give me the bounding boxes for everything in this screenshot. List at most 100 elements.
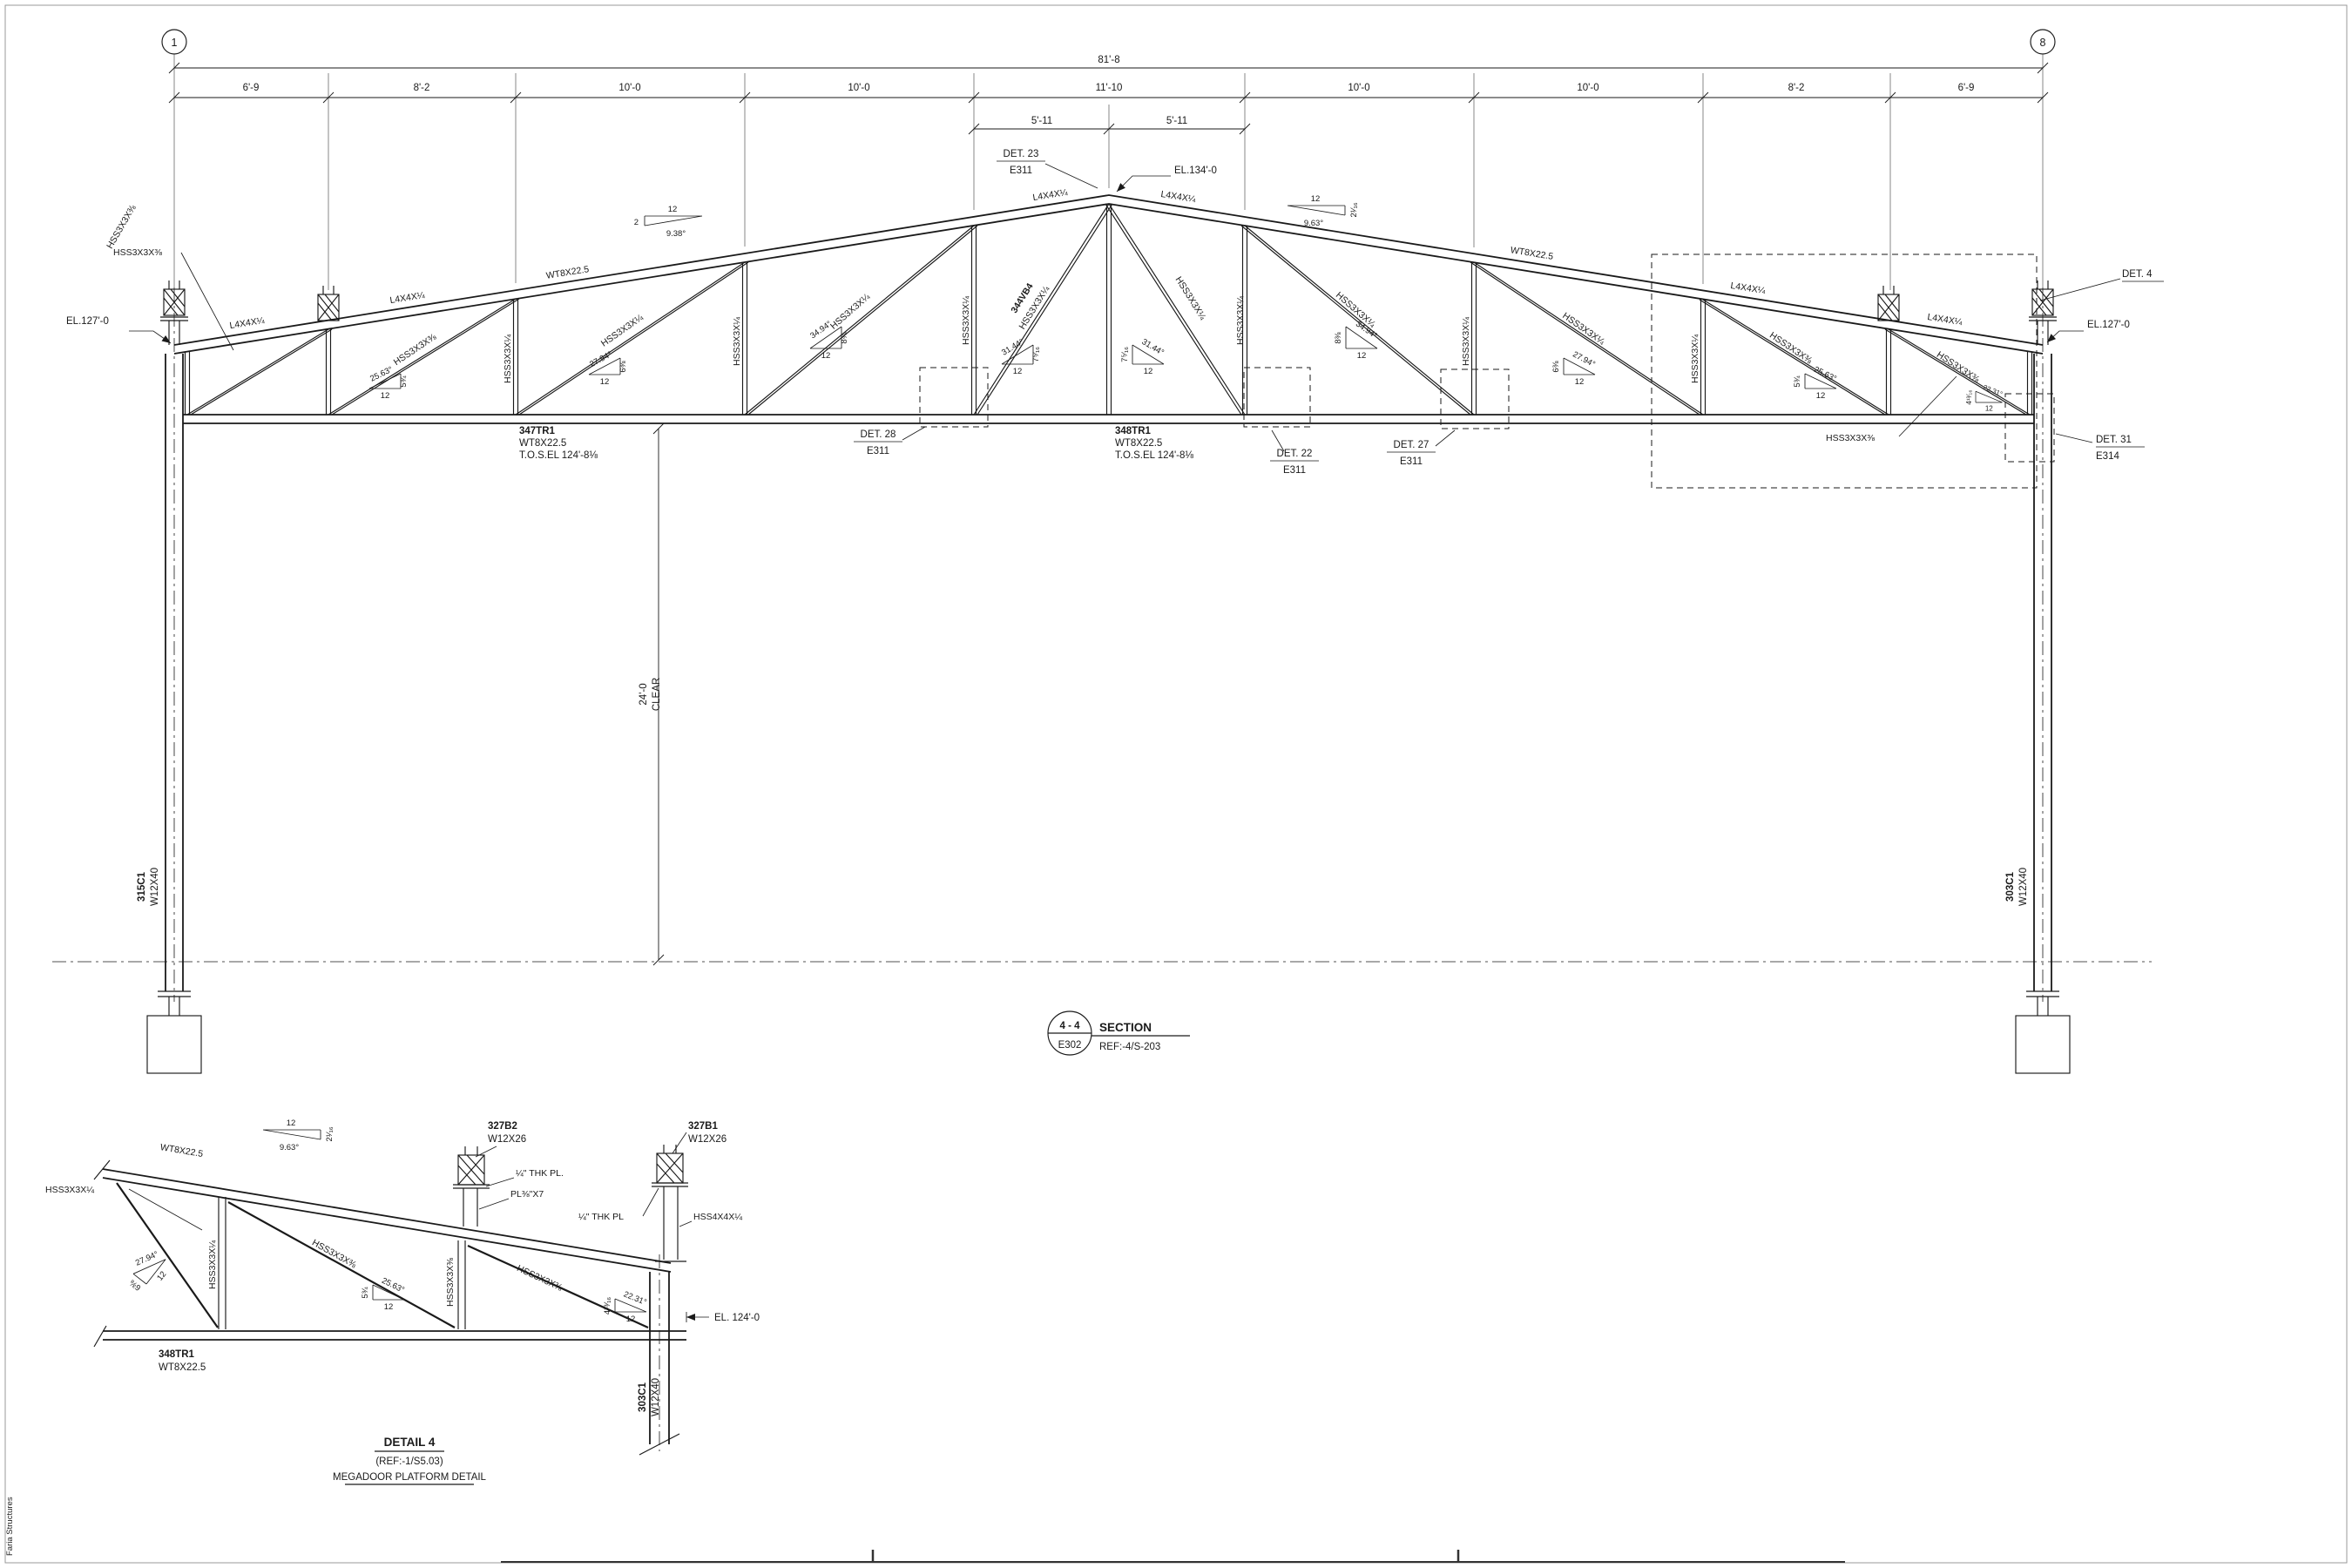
- chord-label: L4X4X¼: [1927, 312, 1963, 328]
- break-line: [639, 1433, 680, 1456]
- detail-diagonals: [116, 1182, 649, 1329]
- elevation-label: EL.127'-0: [2087, 320, 2130, 330]
- detail-sheet: E311: [1400, 456, 1423, 467]
- dim-total: 81'-8: [1098, 55, 1119, 65]
- slope-rise: 2¹⁄₁₆: [1349, 202, 1359, 217]
- slope-angle: 9.63°: [280, 1143, 299, 1152]
- member-label: HSS3X3X¼: [828, 292, 872, 332]
- member-label: HSS3X3X¼: [1235, 296, 1246, 345]
- dim-seg: 10'-0: [1348, 83, 1369, 93]
- detail-sheet: E311: [1283, 465, 1306, 476]
- detail-4: 12 9.63° 2¹⁄₁₆ WT8X22.5 HSS3X3X¼ 327B2 W…: [45, 1119, 760, 1485]
- grid-bubble-1: 1: [172, 37, 178, 49]
- main-slope-left: 12 2 9.38°: [634, 205, 703, 239]
- dim-half: 5'-11: [1031, 116, 1052, 126]
- slope-run: 12: [287, 1119, 296, 1128]
- truss-mark: 348TR1: [159, 1349, 195, 1360]
- detail-title: DETAIL 4: [384, 1436, 436, 1449]
- member-label: HSS3X3X¼: [1560, 311, 1606, 348]
- truss-size: WT8X22.5: [159, 1362, 206, 1373]
- slope-rise: 2: [634, 218, 639, 227]
- centerlines: [52, 287, 2152, 1002]
- beam-mark: 327B1: [688, 1121, 718, 1132]
- member-label: HSS3X3X⅜: [1826, 433, 1875, 443]
- detail-column: [649, 1272, 670, 1444]
- elevation-markers: DET. 23 E311 EL.134'-0 EL.127'-0 EL.127'…: [66, 149, 2130, 347]
- plate-label: PL⅜"X7: [510, 1189, 544, 1200]
- detail-subtitle: MEGADOOR PLATFORM DETAIL: [333, 1472, 487, 1483]
- eave-connection-details: [160, 280, 2057, 345]
- slope-rise: 2¹⁄₁₆: [325, 1126, 335, 1141]
- elevation-label: EL.134'-0: [1174, 166, 1217, 176]
- slope-angle: 9.38°: [666, 229, 686, 239]
- beam-mark: 327B2: [488, 1121, 517, 1132]
- truss-mark: 347TR1: [519, 426, 556, 436]
- truss-tos: T.O.S.EL 124'-8⅛: [1115, 450, 1193, 461]
- member-label: HSS3X3X⅜: [105, 203, 139, 251]
- detail-sheet: E314: [2096, 451, 2119, 462]
- dim-clear-value: 24'-0: [639, 683, 649, 705]
- truss-vertical-members: [184, 204, 2033, 415]
- main-slope-right: 12 9.63° 2¹⁄₁₆: [1287, 194, 1359, 228]
- member-label: HSS3X3X¼: [1461, 317, 1471, 366]
- plate-label: ¼" THK PL: [578, 1212, 624, 1222]
- elevation-label: EL.127'-0: [66, 316, 109, 327]
- chord-label: L4X4X¼: [1730, 280, 1767, 296]
- dim-seg: 10'-0: [618, 83, 640, 93]
- member-label: HSS4X4X¼: [693, 1212, 742, 1222]
- member-label: HSS3X3X⅜: [310, 1238, 358, 1271]
- section-sheet: E302: [1058, 1040, 1082, 1051]
- detail-sheet: E311: [1010, 166, 1032, 176]
- dim-seg: 8'-2: [414, 83, 430, 93]
- dimension-layer: 81'-8 6'-9 8'-2 10'-0 10'-0 11'-10 10'-0…: [168, 54, 2049, 966]
- truss-mark: 348TR1: [1115, 426, 1152, 436]
- column-size: W12X40: [651, 1378, 661, 1416]
- truss-tos: T.O.S.EL 124'-8⅛: [519, 450, 598, 461]
- member-label: HSS3X3X⅜: [1767, 330, 1814, 366]
- member-label: HSS3X3X⅜: [445, 1258, 456, 1307]
- dim-clear-label: CLEAR: [652, 678, 662, 711]
- column-mark: 315C1: [137, 871, 147, 901]
- truss-size: WT8X22.5: [519, 438, 566, 449]
- member-label: HSS3X3X¼: [1690, 335, 1700, 383]
- detail-callout: DET. 22: [1277, 449, 1313, 459]
- chord-label: L4X4X¼: [389, 290, 426, 306]
- detail-callout: DET. 23: [1004, 149, 1039, 159]
- chord-label: L4X4X¼: [229, 315, 266, 331]
- chord-label: WT8X22.5: [1510, 245, 1554, 262]
- detail-slope: 12 9.63° 2¹⁄₁₆: [262, 1119, 335, 1152]
- break-lines: [93, 1159, 111, 1348]
- dim-seg: 8'-2: [1788, 83, 1805, 93]
- right-column: 303C1 W12X40: [2005, 353, 2071, 1074]
- detail-callout: DET. 27: [1394, 440, 1429, 450]
- chord-label: L4X4X¼: [1160, 189, 1197, 205]
- elevation-label: EL. 124'-0: [714, 1313, 760, 1323]
- sheet-border: Faria Structures: [4, 4, 2348, 1564]
- bottom-chord: [183, 414, 2034, 424]
- detail-ref: (REF:-1/S5.03): [375, 1456, 443, 1467]
- column-size: W12X40: [2018, 868, 2029, 906]
- truss-size: WT8X22.5: [1115, 438, 1162, 449]
- chord-label: L4X4X¼: [1032, 187, 1069, 203]
- member-label: HSS3X3X¼: [1173, 274, 1208, 321]
- detail-chords: [102, 1168, 686, 1341]
- detail-verticals: [218, 1197, 466, 1329]
- section-title: SECTION: [1099, 1021, 1152, 1034]
- slope-run: 12: [668, 205, 678, 214]
- section-marker: 4 - 4 E302 SECTION REF:-4/S-203: [1047, 1010, 1190, 1056]
- dim-seg: 10'-0: [1577, 83, 1598, 93]
- beam-size: W12X26: [488, 1134, 526, 1145]
- member-label: HSS3X3X¼: [961, 296, 971, 345]
- beam-size: W12X26: [688, 1134, 727, 1145]
- member-label: HSS3X3X¼: [732, 317, 742, 366]
- slope-angle: 9.63°: [1304, 219, 1323, 228]
- detail-sheet: E311: [867, 446, 889, 456]
- sheet-edge-note: Faria Structures: [5, 1497, 15, 1556]
- truss: [160, 194, 2057, 424]
- detail-callout: DET. 4: [2122, 269, 2153, 280]
- member-labels: HSS3X3X⅜ HSS3X3X⅜ HSS3X3X⅜ HSS3X3X¼ HSS3…: [105, 187, 1981, 443]
- bottom-chord-callouts: 347TR1 WT8X22.5 T.O.S.EL 124'-8⅛ 348TR1 …: [519, 426, 1193, 461]
- member-label: HSS3X3X⅜: [515, 1263, 564, 1294]
- truss-diagonal-members: [186, 203, 2031, 416]
